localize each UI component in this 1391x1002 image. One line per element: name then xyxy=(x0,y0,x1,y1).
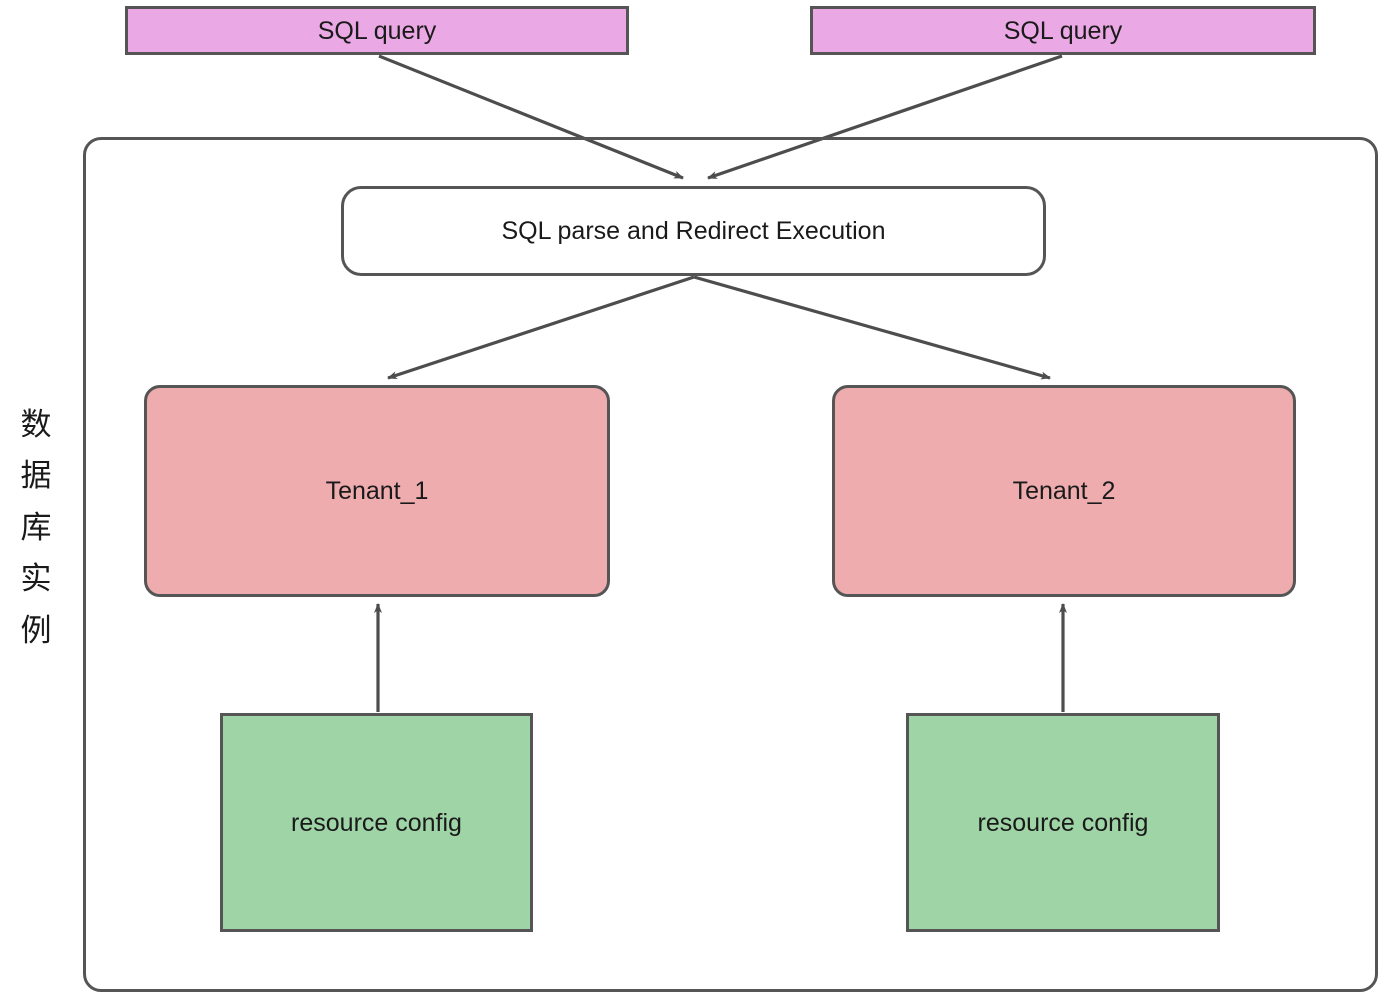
node-resource-config-1-label: resource config xyxy=(291,808,462,837)
vertical-label-char-0: 数 xyxy=(20,407,52,443)
node-tenant-1[interactable]: Tenant_1 xyxy=(144,385,610,597)
node-resource-config-1[interactable]: resource config xyxy=(220,713,533,932)
node-tenant-2-label: Tenant_2 xyxy=(1012,477,1116,505)
vertical-label-char-4: 例 xyxy=(20,612,52,649)
node-resource-config-2[interactable]: resource config xyxy=(906,713,1220,932)
node-sql-parse-redirect-execution[interactable]: SQL parse and Redirect Execution xyxy=(341,186,1046,276)
node-tenant-2[interactable]: Tenant_2 xyxy=(832,385,1296,597)
node-tenant-1-label: Tenant_1 xyxy=(325,477,429,505)
vertical-label-char-1: 据 xyxy=(20,458,52,495)
node-sql-query-left[interactable]: SQL query xyxy=(125,6,629,55)
node-sql-parse-label: SQL parse and Redirect Execution xyxy=(501,217,886,245)
database-instance-container xyxy=(83,137,1378,992)
vertical-label-char-2: 库 xyxy=(20,509,52,546)
node-sql-query-right-label: SQL query xyxy=(1003,16,1123,45)
database-instance-label: 数 据 库 实 例 xyxy=(8,400,64,657)
node-resource-config-2-label: resource config xyxy=(977,808,1149,837)
node-sql-query-right[interactable]: SQL query xyxy=(810,6,1316,55)
vertical-label-char-3: 实 xyxy=(20,561,52,598)
node-sql-query-left-label: SQL query xyxy=(317,16,437,45)
